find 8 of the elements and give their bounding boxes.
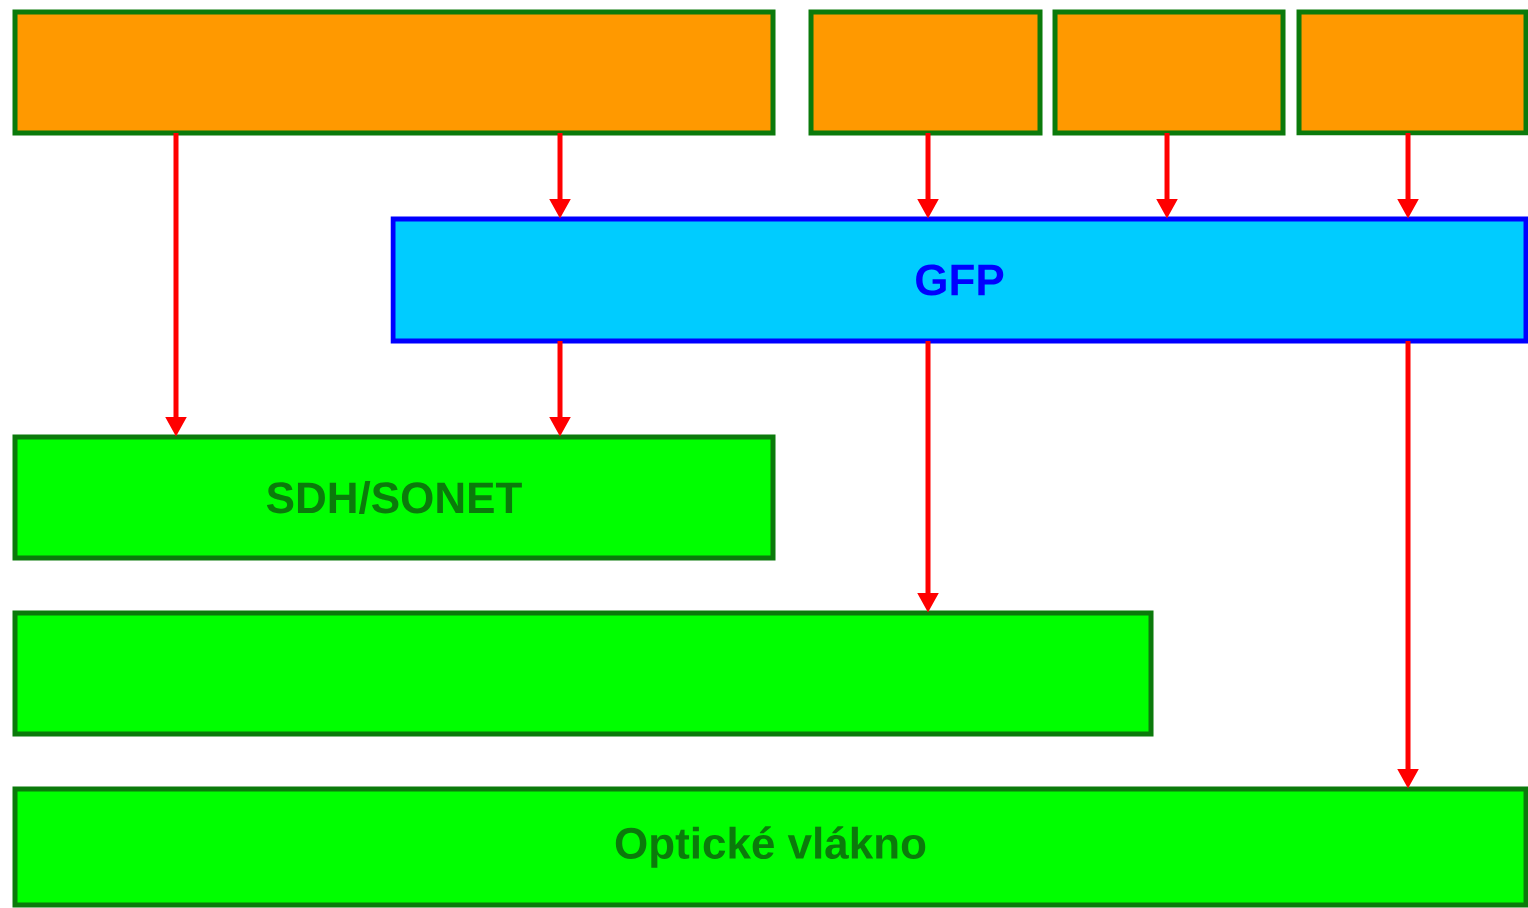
layer-box: GFP	[390, 216, 1528, 344]
empty-box	[12, 610, 1154, 737]
empty-box	[12, 9, 776, 136]
empty-box	[1052, 9, 1286, 136]
layer-box: Optické vlákno	[12, 786, 1528, 908]
empty-box	[808, 9, 1043, 136]
layer-box: SDH/SONET	[12, 434, 776, 561]
empty-box	[1296, 9, 1528, 136]
